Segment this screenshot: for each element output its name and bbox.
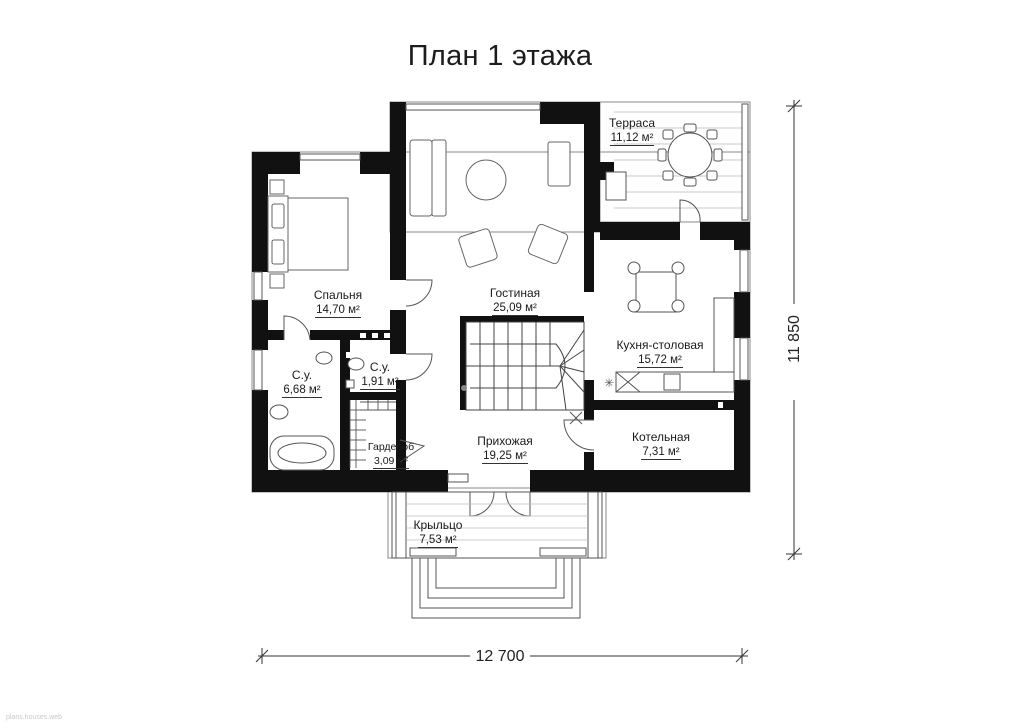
room-area: 6,68 м² — [282, 384, 322, 398]
staircase — [465, 321, 585, 411]
dining-table — [627, 261, 685, 313]
walls — [252, 102, 750, 492]
room-label-kitchen: Кухня-столовая 15,72 м² — [600, 338, 720, 368]
room-area: 7,53 м² — [418, 534, 458, 548]
room-area: 1,91 м² — [360, 376, 400, 390]
room-name: Кухня-столовая — [616, 338, 704, 352]
room-label-hall: Прихожая 19,25 м² — [460, 434, 550, 464]
room-area: 7,31 м² — [641, 446, 681, 460]
terrace-grill — [605, 171, 627, 201]
room-area: 14,70 м² — [315, 304, 361, 318]
room-name: Котельная — [631, 430, 691, 444]
windows — [253, 103, 749, 483]
room-label-bedroom: Спальня 14,70 м² — [298, 288, 378, 318]
room-name: Гардероб — [367, 441, 415, 453]
room-name: Гостиная — [489, 286, 541, 300]
width-dimension: 12 700 — [470, 648, 530, 666]
kitchen-counter — [615, 297, 735, 393]
dimension-lines — [255, 99, 802, 664]
room-area: 3,09 м² — [372, 455, 410, 469]
room-label-porch: Крыльцо 7,53 м² — [404, 518, 472, 548]
svg-text:✳: ✳ — [604, 376, 614, 390]
wardrobe-shelves — [349, 400, 396, 468]
height-dimension: 11 850 — [786, 304, 804, 374]
room-label-wardrobe: Гардероб 3,09 м² — [362, 440, 420, 469]
room-name: Терраса — [608, 116, 656, 130]
room-area: 15,72 м² — [637, 354, 683, 368]
room-name: Крыльцо — [413, 518, 463, 532]
room-name: С.у. — [291, 368, 313, 382]
room-label-living: Гостиная 25,09 м² — [470, 286, 560, 316]
room-label-terrace: Терраса 11,12 м² — [596, 116, 668, 146]
porch — [391, 491, 603, 619]
wall-vents — [346, 333, 723, 408]
bed — [267, 179, 349, 289]
terrace-table — [657, 123, 723, 187]
stair-start-mark — [461, 385, 467, 391]
page-title: План 1 этажа — [407, 40, 593, 72]
porch-deck — [406, 503, 588, 541]
room-label-boiler: Котельная 7,31 м² — [616, 430, 706, 460]
room-label-bath2: С.у. 1,91 м² — [352, 360, 408, 390]
room-area: 25,09 м² — [492, 302, 538, 316]
terrace-deck — [614, 111, 746, 209]
living-furniture — [409, 139, 571, 268]
bathroom-fixtures — [269, 351, 365, 471]
room-name: Прихожая — [477, 434, 533, 448]
boiler-symbol — [569, 411, 583, 425]
watermark-text: plans.houses.web — [6, 714, 63, 721]
room-area: 19,25 м² — [482, 450, 528, 464]
room-name: Спальня — [313, 288, 363, 302]
room-name: С.у. — [369, 360, 391, 374]
room-area: 11,12 м² — [609, 132, 655, 146]
terrace-rail — [741, 103, 749, 221]
room-label-bath1: С.у. 6,68 м² — [272, 368, 332, 398]
